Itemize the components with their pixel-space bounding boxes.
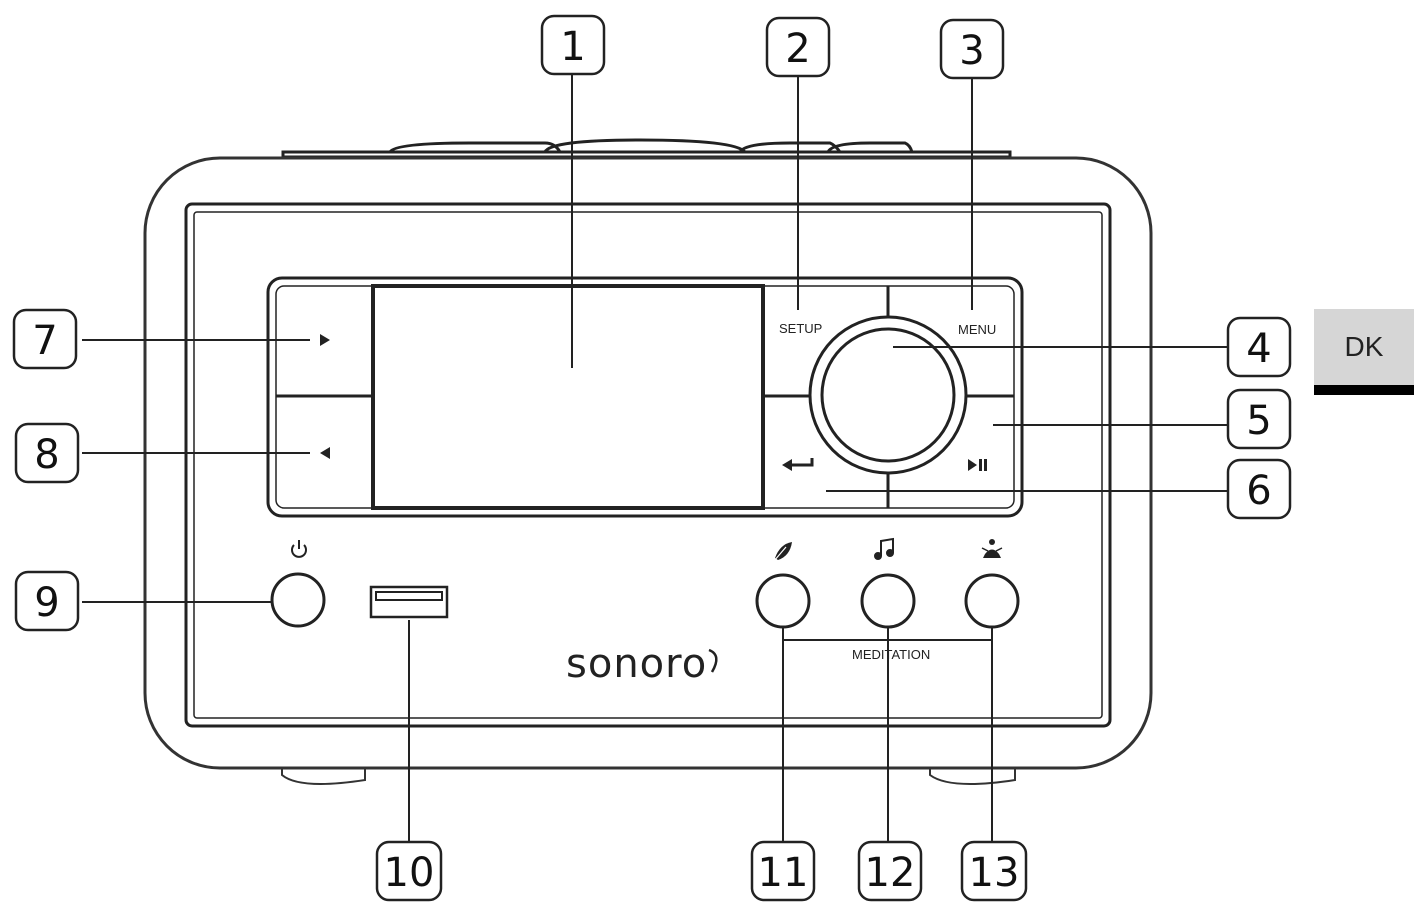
svg-text:4: 4	[1246, 326, 1271, 372]
svg-text:10: 10	[384, 850, 435, 896]
svg-text:6: 6	[1246, 468, 1271, 514]
callout-10: 10	[375, 840, 443, 902]
callout-9: 9	[14, 570, 80, 632]
svg-text:1: 1	[560, 24, 585, 70]
leaf-icon	[773, 542, 792, 562]
svg-text:2: 2	[785, 26, 810, 72]
nature-sound-button[interactable]	[755, 573, 811, 629]
svg-text:8: 8	[34, 432, 59, 478]
leader-lines	[82, 74, 1228, 842]
control-bezel	[266, 276, 1024, 518]
play-pause-icon	[968, 459, 987, 471]
callout-11: 11	[750, 840, 816, 902]
callout-4: 4	[1226, 316, 1292, 378]
svg-text:7: 7	[32, 318, 57, 364]
svg-text:5: 5	[1246, 398, 1271, 444]
callout-5: 5	[1226, 388, 1292, 450]
play-right-icon	[320, 334, 330, 346]
music-note-icon	[874, 537, 894, 560]
left-foot	[281, 768, 366, 785]
svg-text:13: 13	[969, 850, 1020, 896]
callout-12: 12	[857, 840, 923, 902]
rotary-knob[interactable]	[808, 315, 968, 475]
callout-2: 2	[765, 16, 831, 78]
language-tab-label: DK	[1344, 331, 1384, 362]
play-left-icon	[320, 447, 330, 459]
callout-8: 8	[14, 422, 80, 484]
callout-6: 6	[1226, 458, 1292, 520]
power-icon	[291, 540, 307, 558]
top-control-strip	[281, 138, 1012, 159]
right-foot	[929, 768, 1016, 785]
device-body	[143, 156, 1153, 770]
svg-text:11: 11	[758, 850, 809, 896]
callout-1: 1	[540, 14, 606, 76]
brand-logo-swoosh	[708, 648, 718, 673]
meditation-icon	[981, 539, 1003, 558]
callout-7: 7	[12, 308, 78, 370]
display-screen	[371, 284, 765, 510]
play-pause-button[interactable]	[968, 459, 987, 471]
next-button[interactable]	[276, 334, 373, 398]
brand-logo: sonoro	[566, 641, 707, 687]
svg-text:9: 9	[34, 580, 59, 626]
usb-port[interactable]	[369, 585, 449, 619]
power-button[interactable]	[270, 572, 326, 628]
menu-label: MENU	[958, 322, 996, 337]
front-panel	[184, 202, 1112, 728]
callout-3: 3	[939, 18, 1005, 80]
prev-button[interactable]	[320, 447, 330, 459]
callout-13: 13	[960, 840, 1028, 902]
language-tab: DK	[1314, 309, 1414, 395]
svg-text:3: 3	[959, 28, 984, 74]
meditation-label: MEDITATION	[852, 647, 930, 662]
svg-text:12: 12	[865, 850, 916, 896]
return-arrow-icon	[782, 458, 814, 471]
music-button[interactable]	[860, 573, 916, 629]
meditation-button[interactable]	[964, 573, 1020, 629]
back-button[interactable]	[782, 458, 814, 471]
setup-label: SETUP	[779, 321, 822, 336]
